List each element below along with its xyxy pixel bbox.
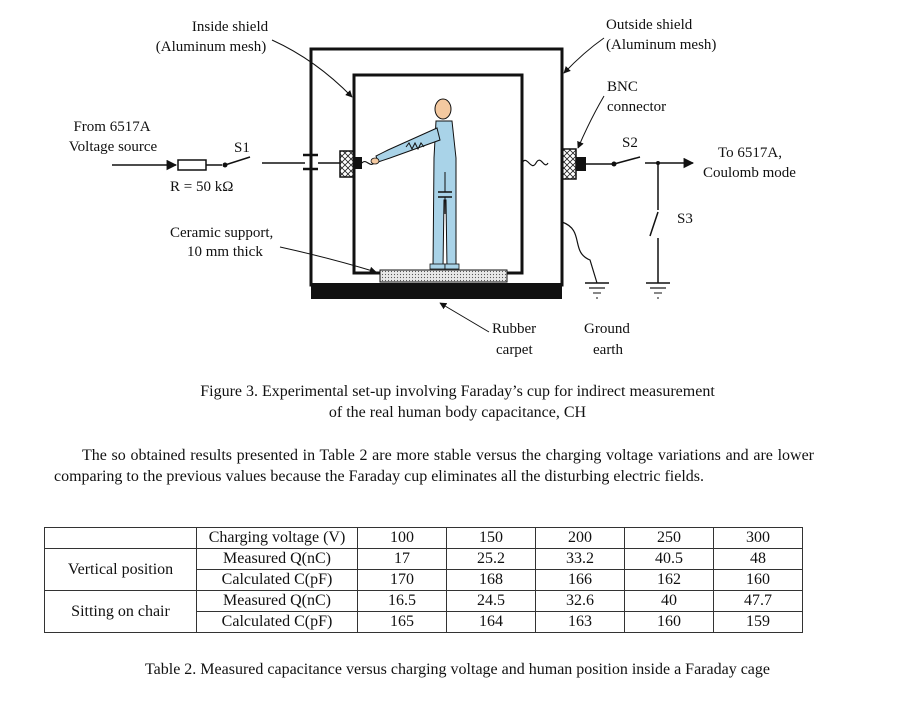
ceramic-sublabel: 10 mm thick <box>187 244 263 260</box>
voltage-header-cell: Charging voltage (V) <box>196 527 358 549</box>
switch-s1 <box>224 156 251 166</box>
rubber-label: Rubber <box>492 321 536 337</box>
value-cell: 24.5 <box>446 590 536 612</box>
ceramic-support <box>379 269 508 283</box>
to-meter-sublabel: Coulomb mode <box>703 165 796 181</box>
value-cell: 163 <box>535 611 625 633</box>
ground-sublabel: earth <box>593 342 623 358</box>
value-cell: 25.2 <box>446 548 536 570</box>
value-cell: 159 <box>713 611 803 633</box>
bnc-sublabel: connector <box>607 99 666 115</box>
table-caption: Table 2. Measured capacitance versus cha… <box>144 661 771 678</box>
value-cell: 48 <box>713 548 803 570</box>
table-corner-cell <box>44 527 197 549</box>
voltage-cell: 150 <box>446 527 536 549</box>
value-cell: 17 <box>357 548 447 570</box>
voltage-cell: 250 <box>624 527 714 549</box>
table-header-row: Charging voltage (V) 100 150 200 250 300 <box>44 527 803 549</box>
faraday-setup-diagram: Inside shield (Aluminum mesh) Outside sh… <box>69 17 796 358</box>
value-cell: 33.2 <box>535 548 625 570</box>
value-cell: 32.6 <box>535 590 625 612</box>
outside-shield-label: Outside shield <box>606 17 693 33</box>
voltage-cell: 300 <box>713 527 803 549</box>
value-cell: 40 <box>624 590 714 612</box>
voltage-cell: 200 <box>535 527 625 549</box>
row-label-cell: Measured Q(nC) <box>196 590 358 612</box>
from-source-label: From 6517A <box>73 119 150 135</box>
value-cell: 16.5 <box>357 590 447 612</box>
table-row: Sitting on chair Measured Q(nC) 16.5 24.… <box>44 590 803 633</box>
to-meter-label: To 6517A, <box>718 145 782 161</box>
ground-label: Ground <box>584 321 630 337</box>
rubber-sublabel: carpet <box>496 342 533 358</box>
value-cell: 170 <box>357 569 447 591</box>
value-cell: 165 <box>357 611 447 633</box>
row-label-cell: Measured Q(nC) <box>196 548 358 570</box>
value-cell: 160 <box>624 611 714 633</box>
resistor <box>177 159 207 171</box>
value-cell: 166 <box>535 569 625 591</box>
table-row: Vertical position Measured Q(nC) 17 25.2… <box>44 548 803 591</box>
switch-s2 <box>613 156 641 165</box>
outside-shield-sublabel: (Aluminum mesh) <box>606 37 716 53</box>
value-cell: 40.5 <box>624 548 714 570</box>
figure-caption-line2: of the real human body capacitance, CH <box>328 404 587 421</box>
ground-symbol-shield <box>585 282 609 299</box>
figure-caption-line1: Figure 3. Experimental set-up involving … <box>200 383 715 400</box>
bnc-label: BNC <box>607 79 638 95</box>
switch-s3 <box>649 211 659 237</box>
value-cell: 47.7 <box>713 590 803 612</box>
group-sitting-cell: Sitting on chair <box>44 590 197 633</box>
resistor-label: R = 50 kΩ <box>170 179 233 195</box>
row-label-cell: Calculated C(pF) <box>196 569 358 591</box>
left-bnc-connector <box>339 150 355 178</box>
group-vertical-cell: Vertical position <box>44 548 197 591</box>
value-cell: 162 <box>624 569 714 591</box>
rubber-carpet <box>311 283 562 299</box>
switch-s3-label: S3 <box>677 211 693 227</box>
body-paragraph-text: The so obtained results presented in Tab… <box>54 447 814 485</box>
from-source-sublabel: Voltage source <box>69 139 158 155</box>
row-label-cell: Calculated C(pF) <box>196 611 358 633</box>
inside-shield-sublabel: (Aluminum mesh) <box>156 39 266 55</box>
ground-symbol-s3 <box>646 282 670 299</box>
value-cell: 168 <box>446 569 536 591</box>
value-cell: 160 <box>713 569 803 591</box>
ceramic-label: Ceramic support, <box>170 225 273 241</box>
right-bnc-connector <box>561 148 577 180</box>
inside-shield-label: Inside shield <box>192 19 269 35</box>
human-figure <box>370 98 460 270</box>
voltage-cell: 100 <box>357 527 447 549</box>
value-cell: 164 <box>446 611 536 633</box>
body-paragraph: The so obtained results presented in Tab… <box>54 445 814 487</box>
results-table: Charging voltage (V) 100 150 200 250 300… <box>44 527 803 633</box>
switch-s1-label: S1 <box>234 140 250 156</box>
table-row: Calculated C(pF) 165 164 163 160 159 <box>45 611 803 633</box>
switch-s2-label: S2 <box>622 135 638 151</box>
